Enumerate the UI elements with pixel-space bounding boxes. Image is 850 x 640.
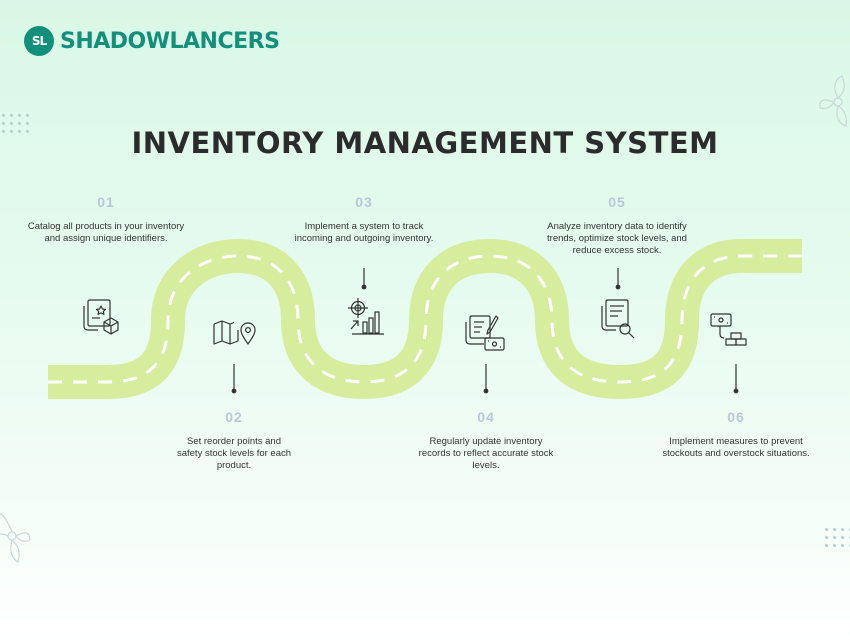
leaf-ornament-bottom-left bbox=[0, 512, 31, 563]
step-number-02: 02 bbox=[225, 409, 243, 425]
page-title: INVENTORY MANAGEMENT SYSTEM bbox=[131, 126, 719, 160]
step-description-05: Analyze inventory data to identify trend… bbox=[547, 221, 687, 256]
leaf-ornament-top-right bbox=[819, 75, 847, 127]
step-description-01: Catalog all products in your inventory a… bbox=[27, 221, 185, 244]
brand-name: SHADOWLANCERS bbox=[60, 28, 280, 54]
logo-badge: SL bbox=[24, 26, 54, 56]
brand-logo: SL SHADOWLANCERS bbox=[24, 26, 280, 56]
road bbox=[48, 238, 802, 400]
connector-03 bbox=[361, 268, 367, 290]
map-pin-icon bbox=[213, 320, 256, 345]
step-description-03: Implement a system to track incoming and… bbox=[294, 221, 434, 244]
step-number-03: 03 bbox=[355, 194, 373, 210]
document-search-icon bbox=[601, 299, 635, 339]
connector-02 bbox=[231, 364, 237, 394]
cash-gold-icon bbox=[710, 313, 747, 346]
decorative-dots-right bbox=[825, 528, 850, 547]
connector-04 bbox=[483, 364, 489, 394]
step-description-02: Set reorder points and safety stock leve… bbox=[176, 436, 292, 471]
step-description-06: Implement measures to prevent stockouts … bbox=[662, 436, 810, 459]
step-number-01: 01 bbox=[97, 194, 115, 210]
step-description-04: Regularly update inventory records to re… bbox=[418, 436, 554, 471]
catalog-box-icon bbox=[83, 299, 119, 335]
step-number-04: 04 bbox=[477, 409, 495, 425]
connector-06 bbox=[733, 364, 739, 394]
step-number-06: 06 bbox=[727, 409, 745, 425]
target-bar-chart-icon bbox=[348, 298, 384, 335]
connector-05 bbox=[615, 268, 621, 290]
step-number-05: 05 bbox=[608, 194, 626, 210]
decorative-dots-left bbox=[2, 114, 29, 133]
road-center-line bbox=[48, 254, 802, 384]
edit-document-icon bbox=[465, 315, 505, 351]
